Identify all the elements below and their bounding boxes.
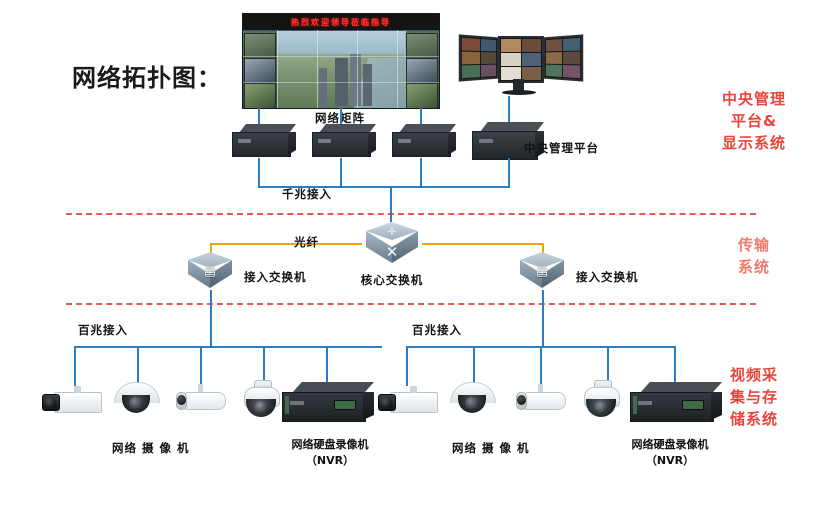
zone-video-line-2: 集与存 [729,388,778,406]
fiber-link-right [422,243,542,245]
video-wall-building [363,64,372,106]
zone-central-line-1: 中央管理 [721,90,786,108]
network-matrix-server-1 [232,124,296,157]
label-nvr-left-line1: 网络硬盘录像机 [291,438,369,451]
zone-label-transmission: 传输 系统 [706,234,802,278]
link-matrix2-down [340,158,342,186]
zone-label-central: 中央管理 平台& 显示系统 [706,88,802,154]
video-wall-building [335,58,348,106]
link-right-cam1 [406,346,408,386]
label-gigabit-access: 千兆接入 [282,187,332,201]
ip-camera-bullet-left [172,384,230,412]
monitor-stand [513,79,524,91]
zone-central-line-3: 显示系统 [721,134,786,152]
ip-camera-box-left [42,386,114,414]
ip-camera-ptz-right [580,380,624,420]
video-wall-banner: 热烈欢迎领导莅临指导 [243,14,439,30]
link-left-cam2 [137,346,139,382]
core-switch: ✛ ✕ [362,222,422,268]
page-title: 网络拓扑图： [72,64,222,92]
link-right-cam3 [540,346,542,384]
label-access-switch-right: 接入交换机 [576,270,639,284]
video-wall-left-tiles [243,31,277,108]
label-central-platform: 中央管理平台 [524,141,599,155]
left-access-bus [74,346,380,348]
label-ip-camera-right: 网络 摄 像 机 [452,441,530,455]
link-left-cam1 [74,346,76,386]
access-switch-left: ▤ [184,252,236,292]
label-nvr-right-line1: 网络硬盘录像机 [631,438,709,451]
switch-icon: ▤ [203,263,217,279]
monitor-left [458,34,499,82]
label-nvr-right-line2: （NVR） [645,454,695,467]
switch-icon: ▤ [535,263,549,279]
nvr-left [282,382,374,422]
zone-video-line-1: 视频采 [729,366,778,384]
central-management-platform-server [472,122,544,160]
zone-transmission-line-1: 传输 [737,236,770,254]
video-wall-right-tiles [405,31,439,108]
link-matrix3-down [420,158,422,186]
ip-camera-bullet-right [512,384,570,412]
zone-transmission-line-2: 系统 [737,258,770,276]
fiber-drop-right [542,243,544,255]
monitor-right [543,34,584,82]
label-network-matrix: 网络矩阵 [300,110,380,126]
label-nvr-left-line2: （NVR） [305,454,355,467]
link-left-cam3 [200,346,202,384]
label-ip-camera-left: 网络 摄 像 机 [112,441,190,455]
separator-central-transmission [66,213,756,215]
ip-camera-dome-left [114,382,160,416]
link-right-switch-down [542,290,544,346]
fiber-drop-left [210,243,212,255]
video-wall-building [350,54,361,106]
video-wall-building [319,68,327,106]
link-right-cam4 [607,346,609,380]
label-core-switch: 核心交换机 [360,273,424,287]
ip-camera-dome-right [450,382,496,416]
label-fast-access-left: 百兆接入 [78,323,128,337]
label-access-switch-left: 接入交换机 [244,270,307,284]
access-switch-right: ▤ [516,252,568,292]
link-left-bus-end [380,346,382,348]
fiber-link-left [210,243,362,245]
link-bus-to-core-switch [390,186,392,222]
triple-monitor-display [458,34,584,96]
video-wall: 热烈欢迎领导莅临指导 [243,14,439,108]
monitor-center [498,36,544,83]
link-platform-down [508,158,510,186]
nvr-right [630,382,722,422]
gigabit-bus [258,186,510,188]
link-right-nvr [674,346,676,382]
separator-transmission-video [66,303,756,305]
ip-camera-ptz-left [240,380,284,420]
link-left-nvr [326,346,328,382]
link-left-switch-down [210,290,212,346]
link-wall-to-matrix-1 [258,108,260,126]
monitor-base [502,90,536,95]
link-wall-to-matrix-3 [420,108,422,126]
network-matrix-server-2 [312,124,376,157]
label-fast-access-right: 百兆接入 [412,323,462,337]
link-wall-to-matrix-2 [340,108,342,126]
link-monitor-to-platform [508,96,510,122]
link-right-cam2 [473,346,475,382]
link-matrix1-down [258,158,260,186]
zone-video-line-3: 储系统 [729,410,778,428]
network-matrix-server-3 [392,124,456,157]
label-fiber: 光纤 [294,235,319,249]
core-switch-arrows-icon: ✛ [387,225,397,238]
zone-label-video: 视频采 集与存 储系统 [706,364,802,430]
zone-central-line-2: 平台& [730,112,778,130]
ip-camera-box-right [378,386,450,414]
core-switch-crossconnect-icon: ✕ [385,243,399,261]
link-left-cam4 [263,346,265,380]
